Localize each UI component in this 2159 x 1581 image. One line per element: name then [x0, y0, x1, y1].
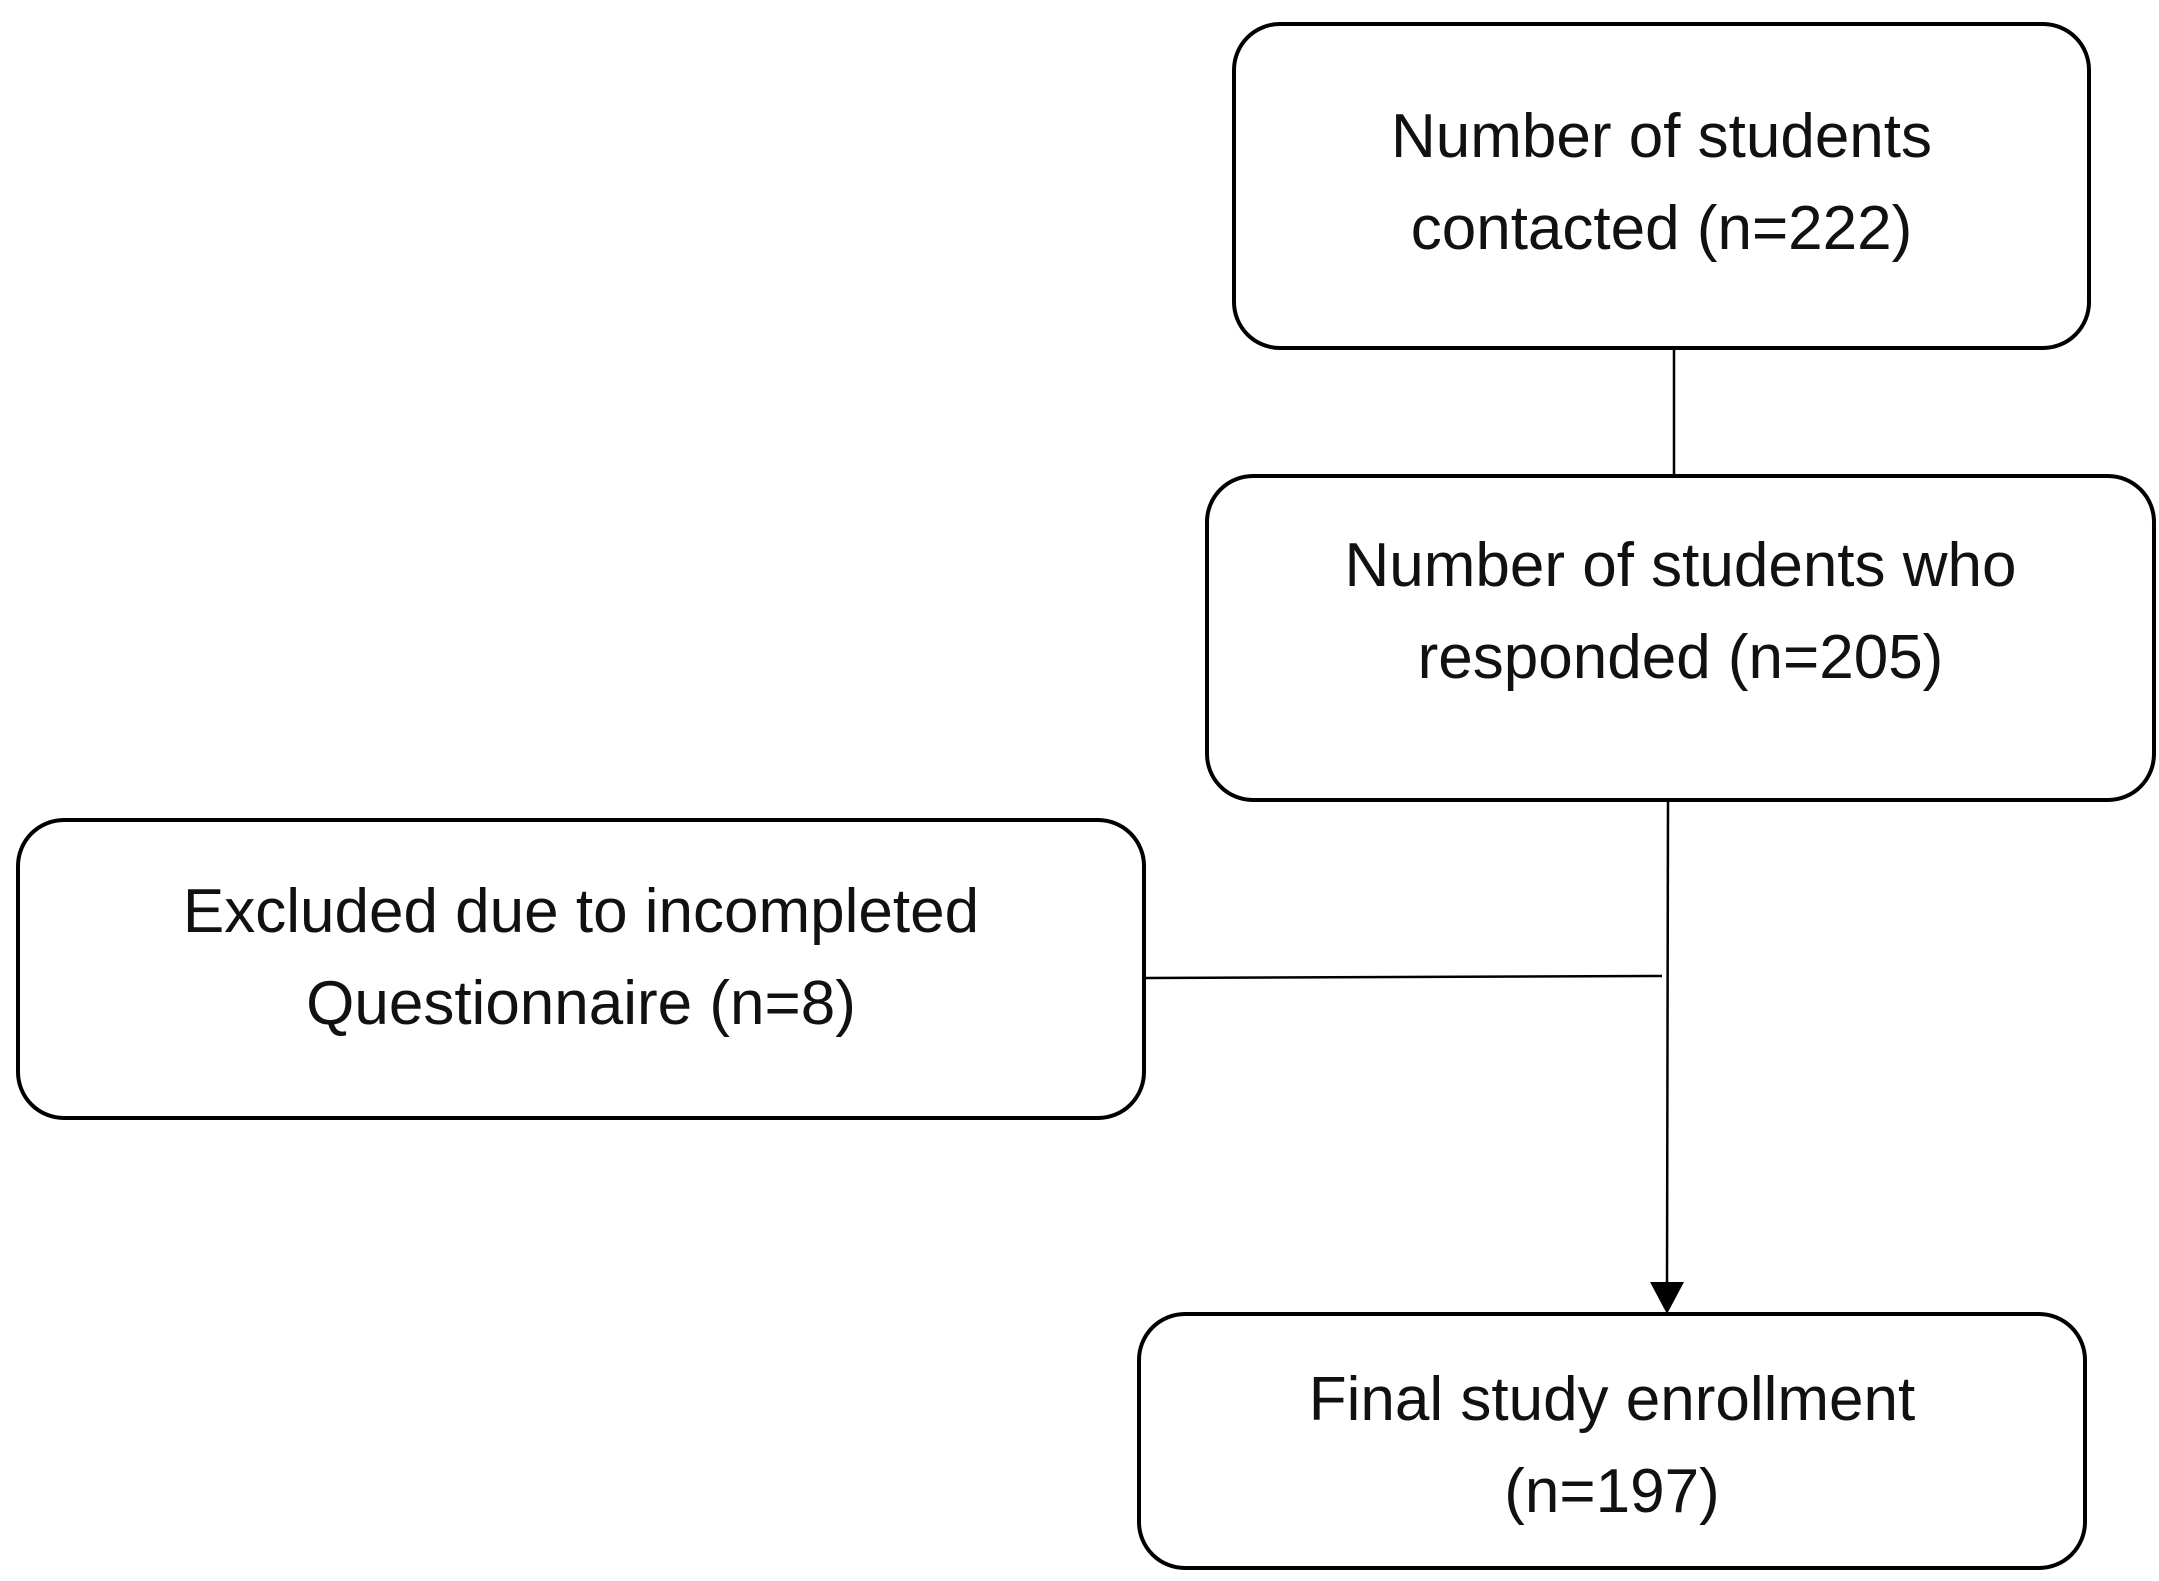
connector-excluded-branch: [1145, 974, 1663, 980]
box-final-enrollment: Final study enrollment (n=197): [1137, 1312, 2087, 1570]
contacted-line-1: Number of students: [1390, 102, 1933, 171]
contacted-line-2: contacted (n=222): [1410, 194, 1913, 263]
box-students-responded: Number of students who responded (n=205): [1205, 474, 2156, 802]
final-line-1: Final study enrollment: [1308, 1365, 1916, 1434]
box-students-contacted: Number of students contacted (n=222): [1232, 22, 2091, 350]
excluded-line-2: Questionnaire (n=8): [306, 969, 856, 1038]
responded-line-1: Number of students who: [1344, 531, 2017, 600]
arrowhead-final: [1650, 1282, 1684, 1314]
final-line-2: (n=197): [1504, 1457, 1720, 1526]
box-excluded: Excluded due to incompleted Questionnair…: [16, 818, 1146, 1120]
connector-responded-to-final: [1665, 801, 1670, 1286]
excluded-line-1: Excluded due to incompleted: [182, 877, 980, 946]
responded-line-2: responded (n=205): [1417, 623, 1944, 692]
